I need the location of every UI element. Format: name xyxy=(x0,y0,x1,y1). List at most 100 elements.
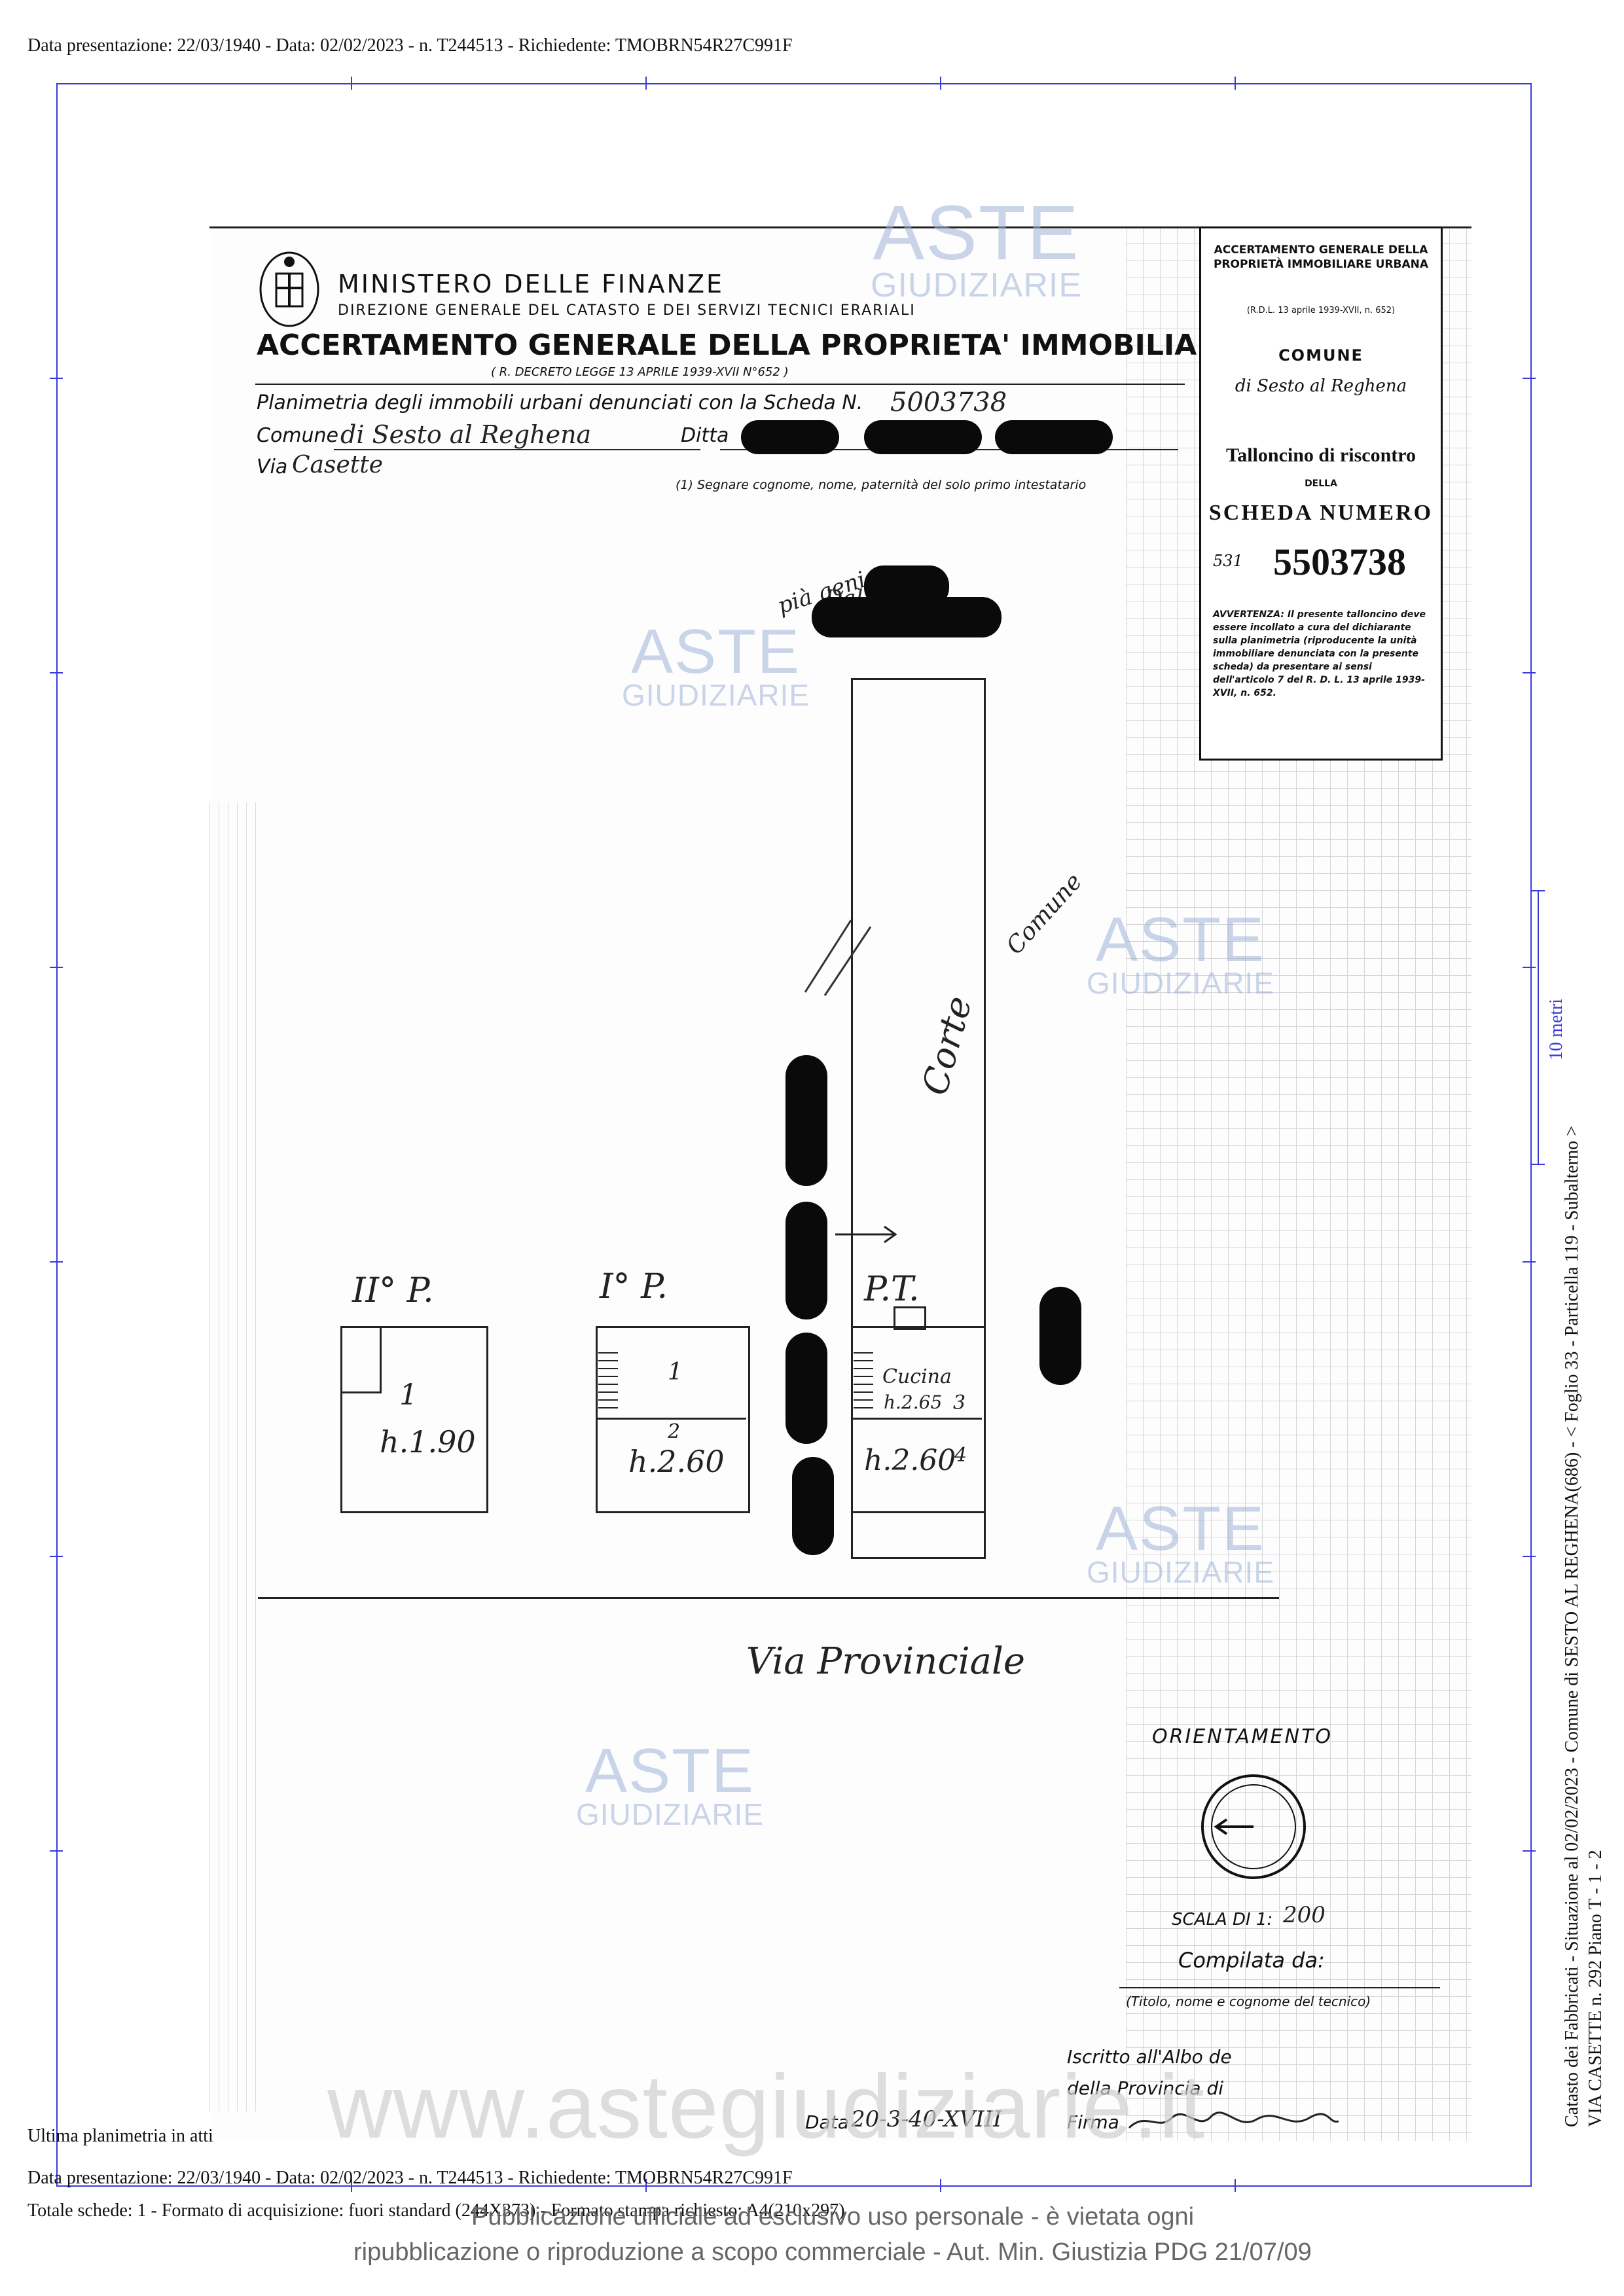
data-label: Data xyxy=(805,2111,849,2133)
frame-tick xyxy=(50,1850,63,1852)
scheda-number: 5003738 xyxy=(890,387,1007,418)
frame-tick xyxy=(645,2179,647,2192)
watermark-giudiziarie-word: GIUDIZIARIE xyxy=(871,266,1083,305)
via-label: Via xyxy=(257,456,288,478)
watermark-aste: ASTE GIUDIZIARIE xyxy=(1087,908,1275,1001)
scala-value: 200 xyxy=(1283,1902,1326,1928)
redaction xyxy=(995,420,1113,454)
scan-top-rule xyxy=(209,226,1471,228)
totals-line: Totale schede: 1 - Formato di acquisizio… xyxy=(27,2200,845,2221)
side-text-line1: Catasto dei Fabbricati - Situazione al 0… xyxy=(1562,1126,1582,2127)
watermark-giudiziarie-word: GIUDIZIARIE xyxy=(1087,966,1275,1001)
scale-label: 10 metri xyxy=(1546,998,1566,1060)
firma-label: Firma xyxy=(1067,2111,1119,2133)
planimetria-label: Planimetria degli immobili urbani denunc… xyxy=(257,391,863,414)
stub-comune-value: di Sesto al Reghena xyxy=(1235,376,1407,396)
header-bottom-line: Data presentazione: 22/03/1940 - Data: 0… xyxy=(27,2168,793,2188)
stub-number: 5503738 xyxy=(1273,541,1406,583)
frame-tick xyxy=(50,967,63,968)
frame-tick xyxy=(50,1261,63,1263)
redaction xyxy=(785,1055,827,1186)
scale-bar xyxy=(1538,890,1539,1165)
room-floor1 xyxy=(596,1326,750,1513)
publication-notice-2: ripubblicazione o riproduzione a scopo c… xyxy=(353,2238,1312,2266)
frame-tick xyxy=(1523,1556,1536,1557)
room-pt-cucina-h: h.2.65 xyxy=(884,1391,943,1413)
room-pt-h: h.2.60 xyxy=(864,1444,956,1477)
ground-label: P.T. xyxy=(864,1270,920,1309)
graph-paper-margin xyxy=(209,802,262,2111)
watermark-aste: ASTE GIUDIZIARIE xyxy=(1087,1494,1275,1590)
entrance-arrow-icon xyxy=(835,1225,897,1244)
direzione-title: DIREZIONE GENERALE DEL CATASTO E DEI SER… xyxy=(338,302,916,319)
frame-tick xyxy=(50,1556,63,1557)
watermark-aste-word: ASTE xyxy=(1096,1494,1265,1564)
room-pt-number-b: 4 xyxy=(954,1444,967,1467)
watermark-aste-word: ASTE xyxy=(873,190,1080,276)
drawing-frame xyxy=(56,83,1532,2187)
frame-tick xyxy=(351,2179,352,2192)
frame-tick xyxy=(1235,2179,1236,2192)
scale-bar-cap xyxy=(1532,1164,1545,1165)
emblem-icon xyxy=(259,251,319,327)
floor2-stair xyxy=(340,1326,382,1393)
redaction xyxy=(741,420,839,454)
comune-underline xyxy=(334,449,700,450)
floor1-label: I° P. xyxy=(600,1267,668,1306)
frame-tick xyxy=(1523,672,1536,673)
room-f1-h: h.2.60 xyxy=(628,1444,725,1479)
website-watermark: www.astegiudiziarie.it xyxy=(327,2056,1206,2157)
frame-tick xyxy=(1523,1261,1536,1263)
redaction xyxy=(864,420,982,454)
publication-notice-1: Pubblicazione ufficiale ad esclusivo uso… xyxy=(471,2203,1195,2231)
watermark-aste-word: ASTE xyxy=(585,1736,755,1806)
room-f1-number-a: 1 xyxy=(668,1359,683,1386)
watermark-aste: ASTE GIUDIZIARIE xyxy=(576,1736,765,1832)
compass-icon xyxy=(1201,1774,1306,1879)
frame-tick xyxy=(351,77,352,90)
frame-tick xyxy=(645,77,647,90)
comune-value: di Sesto al Reghena xyxy=(340,420,592,449)
provincia-label: della Provincia di xyxy=(1067,2077,1224,2099)
floor1-stair xyxy=(598,1352,618,1411)
stub-decree: (R.D.L. 13 aprile 1939-XVII, n. 652) xyxy=(1246,306,1396,315)
floor2-label: II° P. xyxy=(352,1271,434,1310)
comune-note: Comune xyxy=(1001,868,1088,960)
watermark-aste: ASTE GIUDIZIARIE xyxy=(622,620,810,710)
header-top-line: Data presentazione: 22/03/1940 - Data: 0… xyxy=(27,35,793,56)
stub-scheda-numero: SCHEDA NUMERO xyxy=(1208,501,1434,525)
redaction xyxy=(812,597,1001,637)
orientamento-label: ORIENTAMENTO xyxy=(1152,1725,1333,1748)
last-plan-label: Ultima planimetria in atti xyxy=(27,2126,213,2146)
courtyard-strip xyxy=(851,678,986,1559)
tecnico-rule xyxy=(1119,1987,1440,1988)
footnote: (1) Segnare cognome, nome, paternità del… xyxy=(676,478,1087,492)
stub-della: DELLA xyxy=(1305,478,1337,489)
watermark-giudiziarie-word: GIUDIZIARIE xyxy=(1087,1555,1275,1590)
room-ground xyxy=(851,1326,986,1513)
scala-label: SCALA DI 1: xyxy=(1172,1910,1273,1929)
decree-line: ( R. DECRETO LEGGE 13 APRILE 1939-XVII N… xyxy=(491,365,789,379)
ground-chimney xyxy=(893,1306,926,1330)
room-f2-number: 1 xyxy=(399,1378,418,1412)
via-value: Casette xyxy=(292,452,384,478)
watermark-giudiziarie-word: GIUDIZIARIE xyxy=(576,1797,765,1832)
frame-tick xyxy=(1523,1850,1536,1852)
accertamento-title: ACCERTAMENTO GENERALE DELLA PROPRIETA' I… xyxy=(257,329,1385,362)
frame-tick xyxy=(1235,77,1236,90)
ground-stair xyxy=(854,1352,873,1411)
frame-tick xyxy=(1523,378,1536,379)
ministry-title: MINISTERO DELLE FINANZE xyxy=(338,270,725,298)
scale-bar-cap xyxy=(1532,890,1545,891)
redaction xyxy=(785,1202,827,1319)
room-floor2 xyxy=(340,1326,488,1513)
frame-tick xyxy=(50,378,63,379)
street-line xyxy=(258,1597,1279,1599)
redaction xyxy=(785,1333,827,1444)
stub-small-number: 531 xyxy=(1213,552,1243,570)
stub-title: ACCERTAMENTO GENERALE DELLA PROPRIETÀ IM… xyxy=(1213,243,1429,271)
room-f1-number-b: 2 xyxy=(668,1420,681,1443)
floor1-divider xyxy=(596,1418,746,1420)
frame-tick xyxy=(50,672,63,673)
